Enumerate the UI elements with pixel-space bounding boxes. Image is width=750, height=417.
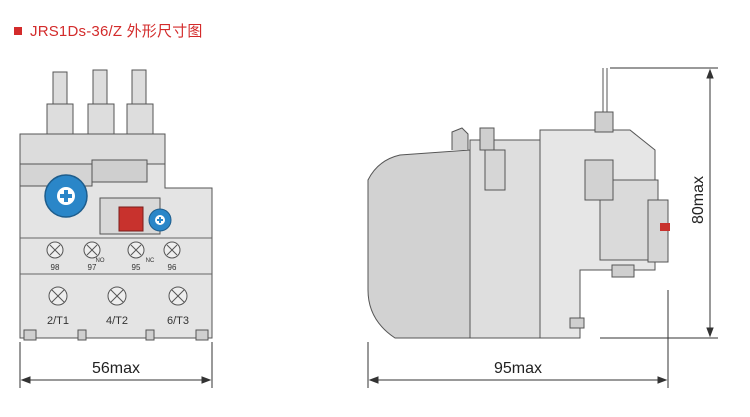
terminal-label: 4/T2 <box>106 315 128 327</box>
terminal-label: 6/T3 <box>167 315 189 327</box>
terminal-98[interactable]: 98 <box>46 241 64 272</box>
front-view: 98 NO 97 NC 95 96 <box>19 69 213 388</box>
front-width-dimension <box>19 342 213 388</box>
terminal-2-t1[interactable]: 2/T1 <box>47 286 69 327</box>
relay-body-front <box>19 133 213 341</box>
page-header: JRS1Ds-36/Z 外形尺寸图 <box>14 20 203 41</box>
terminal-number: 97 <box>88 263 97 272</box>
terminal-number: 98 <box>51 263 60 272</box>
side-width-dimension <box>367 290 669 388</box>
side-height-dimension <box>600 67 718 339</box>
side-width-label: 95max <box>494 360 542 377</box>
page-title: JRS1Ds-36/Z 外形尺寸图 <box>30 23 203 40</box>
terminal-number: 96 <box>168 263 177 272</box>
load-terminal-block: 2/T1 4/T2 6/T3 <box>47 286 189 327</box>
terminal-label: 2/T1 <box>47 315 69 327</box>
aux-terminal-block: 98 NO 97 NC 95 96 <box>46 241 181 272</box>
front-width-label: 56max <box>92 360 140 377</box>
terminal-95[interactable]: NC 95 <box>127 241 155 272</box>
relay-body-side <box>367 68 669 339</box>
bullet-square-icon <box>14 26 22 35</box>
terminal-tag: NO <box>96 258 105 264</box>
input-prongs <box>46 69 154 137</box>
adjust-dial-icon[interactable] <box>44 174 88 218</box>
terminal-97[interactable]: NO 97 <box>83 241 105 272</box>
side-view: 95max 80max <box>367 67 718 388</box>
terminal-4-t2[interactable]: 4/T2 <box>106 286 128 327</box>
terminal-number: 95 <box>132 263 141 272</box>
terminal-6-t3[interactable]: 6/T3 <box>167 286 189 327</box>
test-dial-icon[interactable] <box>148 208 172 232</box>
reset-indicator-icon <box>660 223 670 231</box>
terminal-96[interactable]: 96 <box>163 241 181 272</box>
terminal-tag: NC <box>146 258 155 264</box>
side-height-label: 80max <box>690 176 707 224</box>
reset-button-icon[interactable] <box>118 206 144 232</box>
